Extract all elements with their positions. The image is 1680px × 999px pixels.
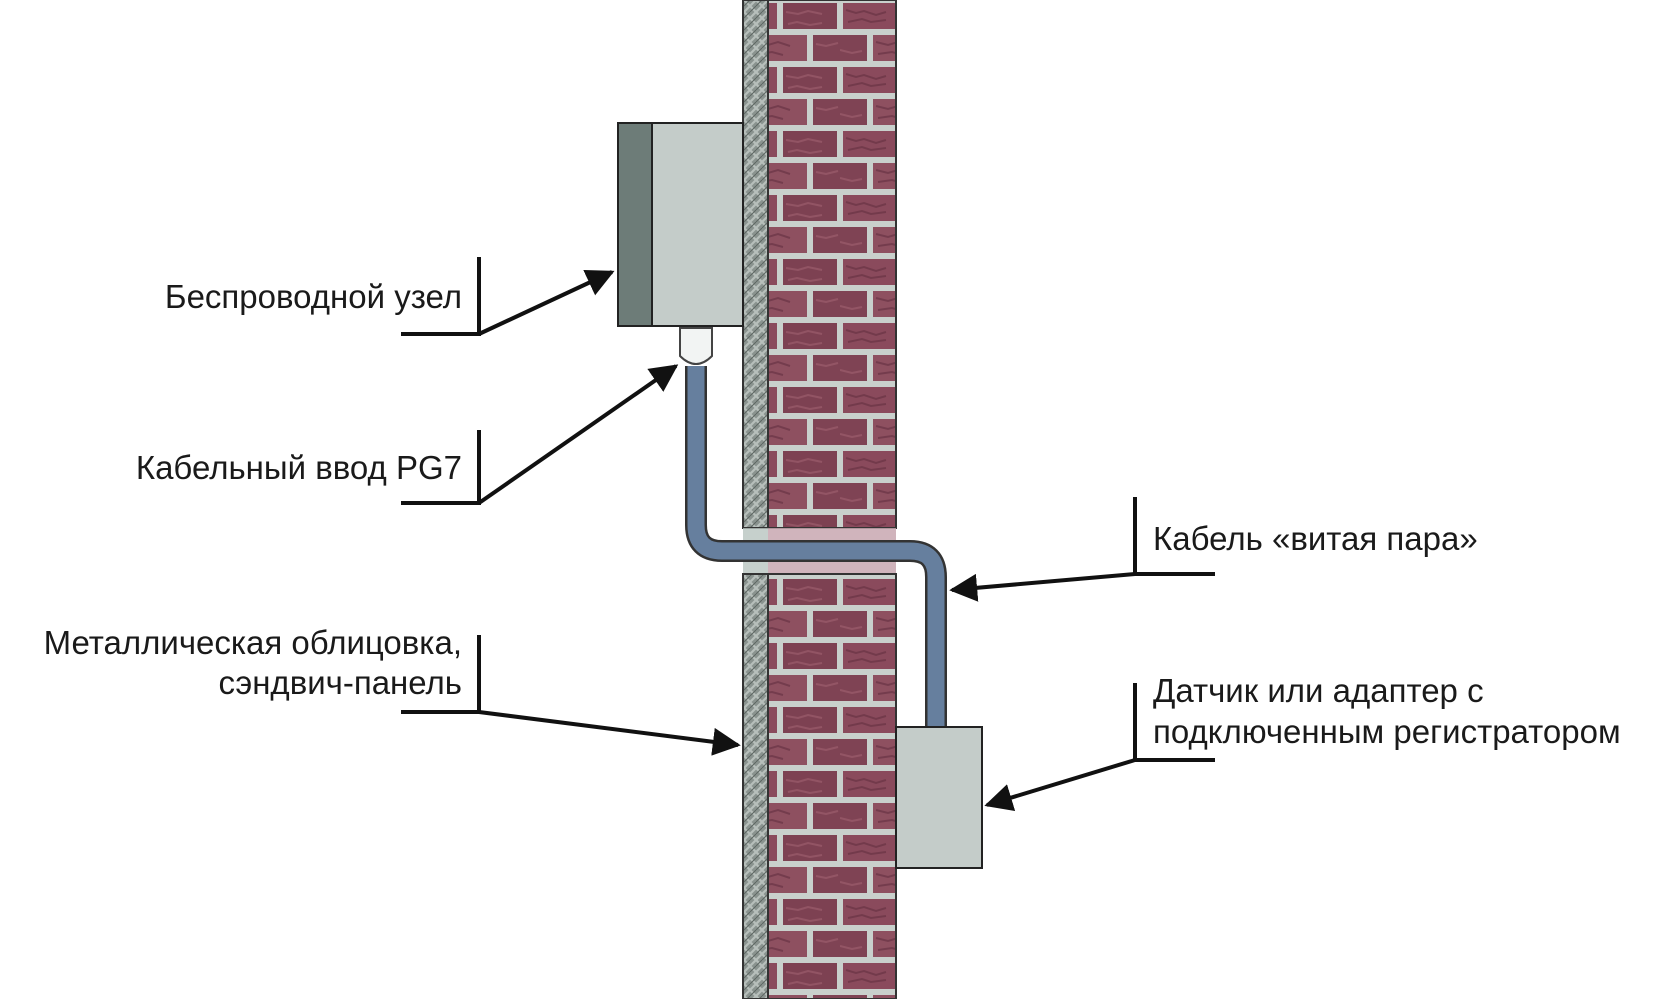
label-cable-gland: Кабельный ввод PG7 [136,449,462,486]
label-sensor-line1: Датчик или адаптер с [1153,672,1484,709]
label-twisted-pair: Кабель «витая пара» [1153,520,1478,557]
wall-lower [742,573,897,999]
sensor-adapter-box [895,726,983,869]
leader-cable-gland [401,364,679,505]
brick-wall-lower [767,573,897,999]
metal-cladding-lower [742,573,769,999]
wireless-node-face [651,122,744,327]
label-metal-cladding-line2: сэндвич-панель [219,664,463,701]
label-wireless-node: Беспроводной узел [165,278,462,315]
wireless-node-box [617,122,744,327]
wireless-node-side [617,122,653,327]
leader-twisted-pair [949,497,1215,602]
leader-metal-cladding [401,635,741,756]
leader-sensor-adapter [984,683,1215,812]
label-metal-cladding-line1: Металлическая облицовка, [44,624,462,661]
cable-gland [679,327,713,365]
leader-wireless-node [401,257,615,336]
brick-wall-upper [767,0,897,529]
label-sensor-line2: подключенным регистратором [1153,713,1621,750]
metal-cladding-upper [742,0,769,529]
wall-upper [742,0,897,529]
